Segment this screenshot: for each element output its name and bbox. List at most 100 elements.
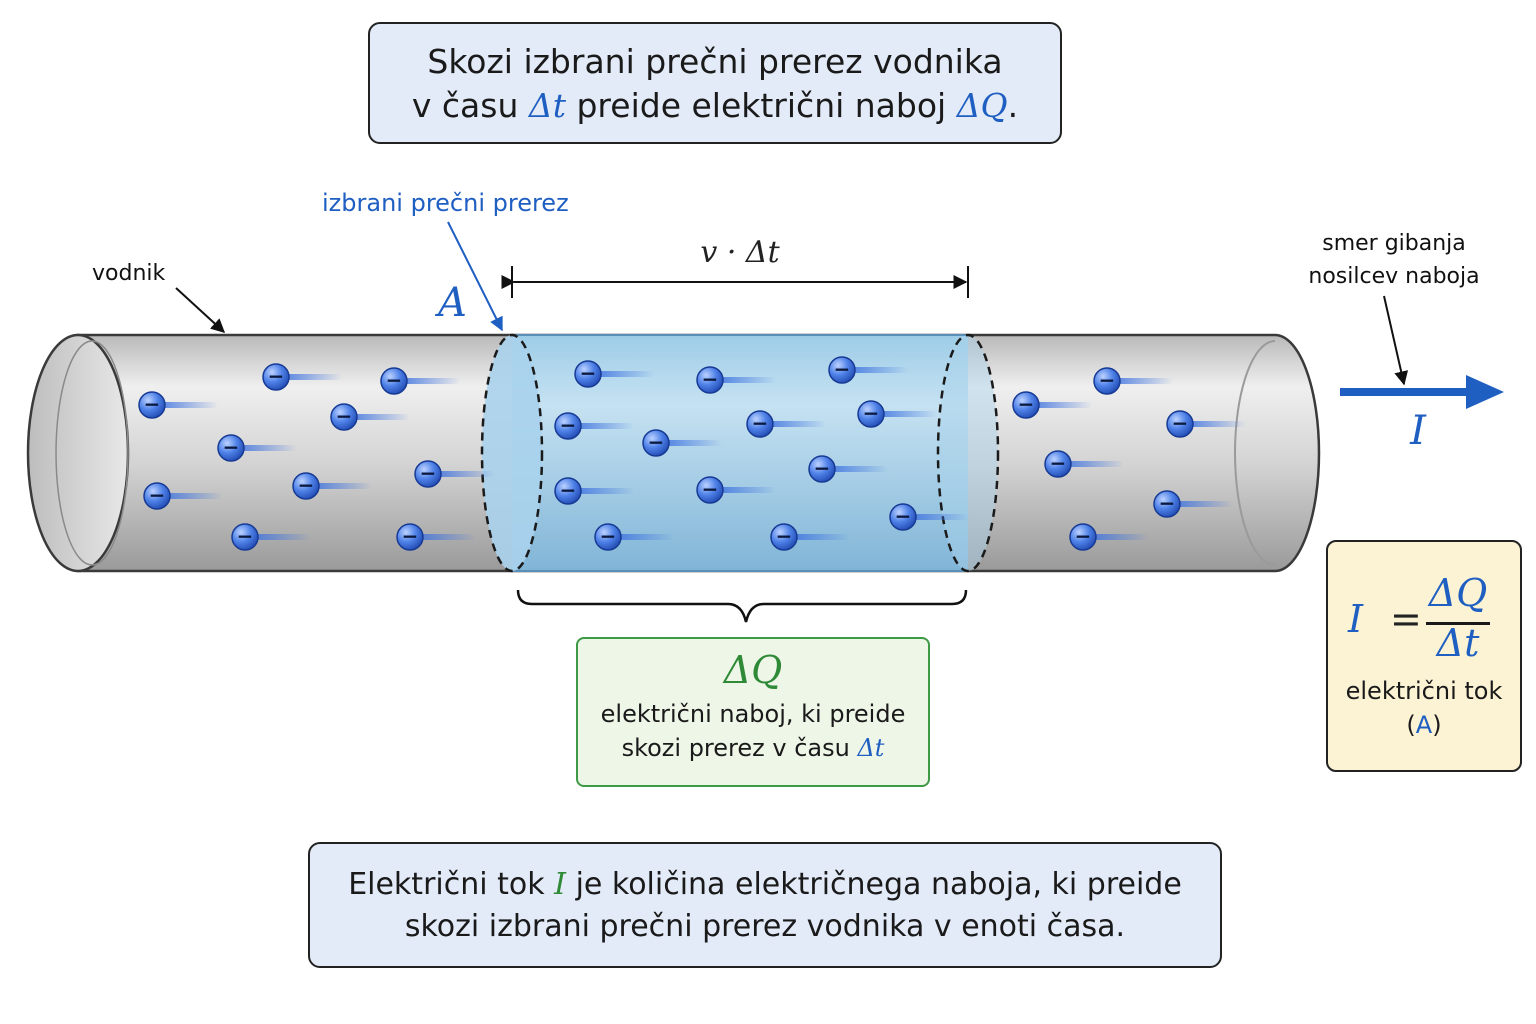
electron-ball — [1166, 410, 1194, 438]
electron-sign: − — [560, 413, 577, 437]
electron-trail — [664, 440, 722, 446]
electron-sign: − — [776, 524, 793, 548]
electron-trail — [850, 367, 908, 373]
conductor-pointer — [175, 287, 226, 333]
length-label: v · Δt — [700, 235, 780, 270]
formula-unit: (A) — [1406, 711, 1442, 739]
electron-ball — [554, 477, 582, 505]
charge-box-line-2: skozi prerez v času Δt — [578, 731, 928, 765]
electron-trail — [792, 534, 850, 540]
electron-trail — [879, 411, 937, 417]
electron-ball — [330, 403, 358, 431]
electron: − — [138, 391, 218, 419]
conductor-right-inner-rim — [1234, 340, 1276, 566]
electron: − — [330, 403, 410, 431]
charge-box-delta-t: Δt — [857, 734, 885, 762]
current-symbol: I — [1409, 408, 1427, 454]
electron: − — [217, 434, 297, 462]
electron: − — [642, 429, 722, 457]
electron: − — [554, 477, 634, 505]
charge-box-line-2-pre: skozi prerez v času — [621, 734, 850, 762]
direction-label-line-1: smer gibanja — [1322, 231, 1466, 256]
electron-ball — [1012, 391, 1040, 419]
electron-sign: − — [223, 435, 240, 459]
current-arrow-head — [1466, 375, 1504, 409]
electron-sign: − — [702, 477, 719, 501]
electron-ball — [746, 410, 774, 438]
electron-trail — [576, 423, 634, 429]
electron-trail — [1175, 501, 1233, 507]
formula-description: električni tok (A) — [1328, 674, 1520, 742]
electron-sign: − — [386, 368, 403, 392]
electron-ball — [380, 367, 408, 395]
formula-lhs: I — [1348, 597, 1364, 641]
electron-trail — [239, 445, 297, 451]
electron-sign: − — [298, 473, 315, 497]
definition-current-symbol: I — [554, 867, 567, 902]
top-line-2-end: . — [1007, 86, 1019, 125]
electron: − — [696, 476, 776, 504]
electron-ball — [770, 523, 798, 551]
electron-sign: − — [1099, 368, 1116, 392]
electrons: −−−−−−−−−−−−−−−−−−−−−−−−−−−−− — [138, 356, 1246, 551]
electron-ball — [1153, 490, 1181, 518]
top-line-1: Skozi izbrani prečni prerez vodnika — [427, 42, 1003, 81]
electron: − — [1069, 523, 1149, 551]
electron-trail — [165, 493, 223, 499]
electron-trail — [830, 466, 888, 472]
electron-sign: − — [895, 504, 912, 528]
electron: − — [857, 400, 937, 428]
charge-brace — [516, 589, 968, 623]
electron-sign: − — [268, 364, 285, 388]
electron-trail — [253, 534, 311, 540]
electron-sign: − — [1050, 451, 1067, 475]
electron: − — [292, 472, 372, 500]
electron-sign: − — [144, 392, 161, 416]
conductor-left-end — [26, 333, 130, 573]
electron-sign: − — [1075, 524, 1092, 548]
definition-line-2: skozi izbrani prečni prerez vodnika v en… — [404, 909, 1126, 944]
electron-trail — [768, 421, 826, 427]
electron-ball — [696, 476, 724, 504]
electron: − — [574, 360, 654, 388]
electron-trail — [576, 488, 634, 494]
electron-trail — [1115, 378, 1173, 384]
cross-section-start — [480, 333, 544, 573]
electron-sign: − — [814, 456, 831, 480]
electron-sign: − — [863, 401, 880, 425]
formula-fraction-bar — [1426, 622, 1490, 625]
electron-sign: − — [752, 411, 769, 435]
electron-trail — [718, 377, 776, 383]
electron-ball — [594, 523, 622, 551]
electron-trail — [616, 534, 674, 540]
electron-trail — [418, 534, 476, 540]
formula-numerator: ΔQ — [1428, 571, 1488, 615]
electron: − — [1012, 391, 1092, 419]
top-line-2-pre: v času — [411, 86, 519, 125]
electron-sign: − — [237, 524, 254, 548]
electron: − — [554, 412, 634, 440]
electron: − — [594, 523, 674, 551]
electron: − — [1166, 410, 1246, 438]
electron: − — [808, 455, 888, 483]
electron: − — [746, 410, 826, 438]
electron-trail — [284, 374, 342, 380]
electron: − — [396, 523, 476, 551]
electron-ball — [414, 460, 442, 488]
electron: − — [414, 460, 494, 488]
electron: − — [380, 367, 460, 395]
electron-trail — [911, 514, 969, 520]
electron-sign: − — [149, 483, 166, 507]
electron-sign: − — [1018, 392, 1035, 416]
definition-line-1-post: je količina električnega naboja, ki prei… — [575, 867, 1182, 902]
definition-line-1: Električni tok I je količina električneg… — [310, 864, 1220, 906]
direction-pointer — [1383, 295, 1409, 386]
electron-sign: − — [420, 461, 437, 485]
electron-sign: − — [560, 478, 577, 502]
electron: − — [696, 366, 776, 394]
charge-box-line-1: električni naboj, ki preide — [600, 700, 906, 728]
electron-trail — [596, 371, 654, 377]
electron-ball — [262, 363, 290, 391]
electron-sign: − — [648, 430, 665, 454]
electron: − — [1044, 450, 1124, 478]
